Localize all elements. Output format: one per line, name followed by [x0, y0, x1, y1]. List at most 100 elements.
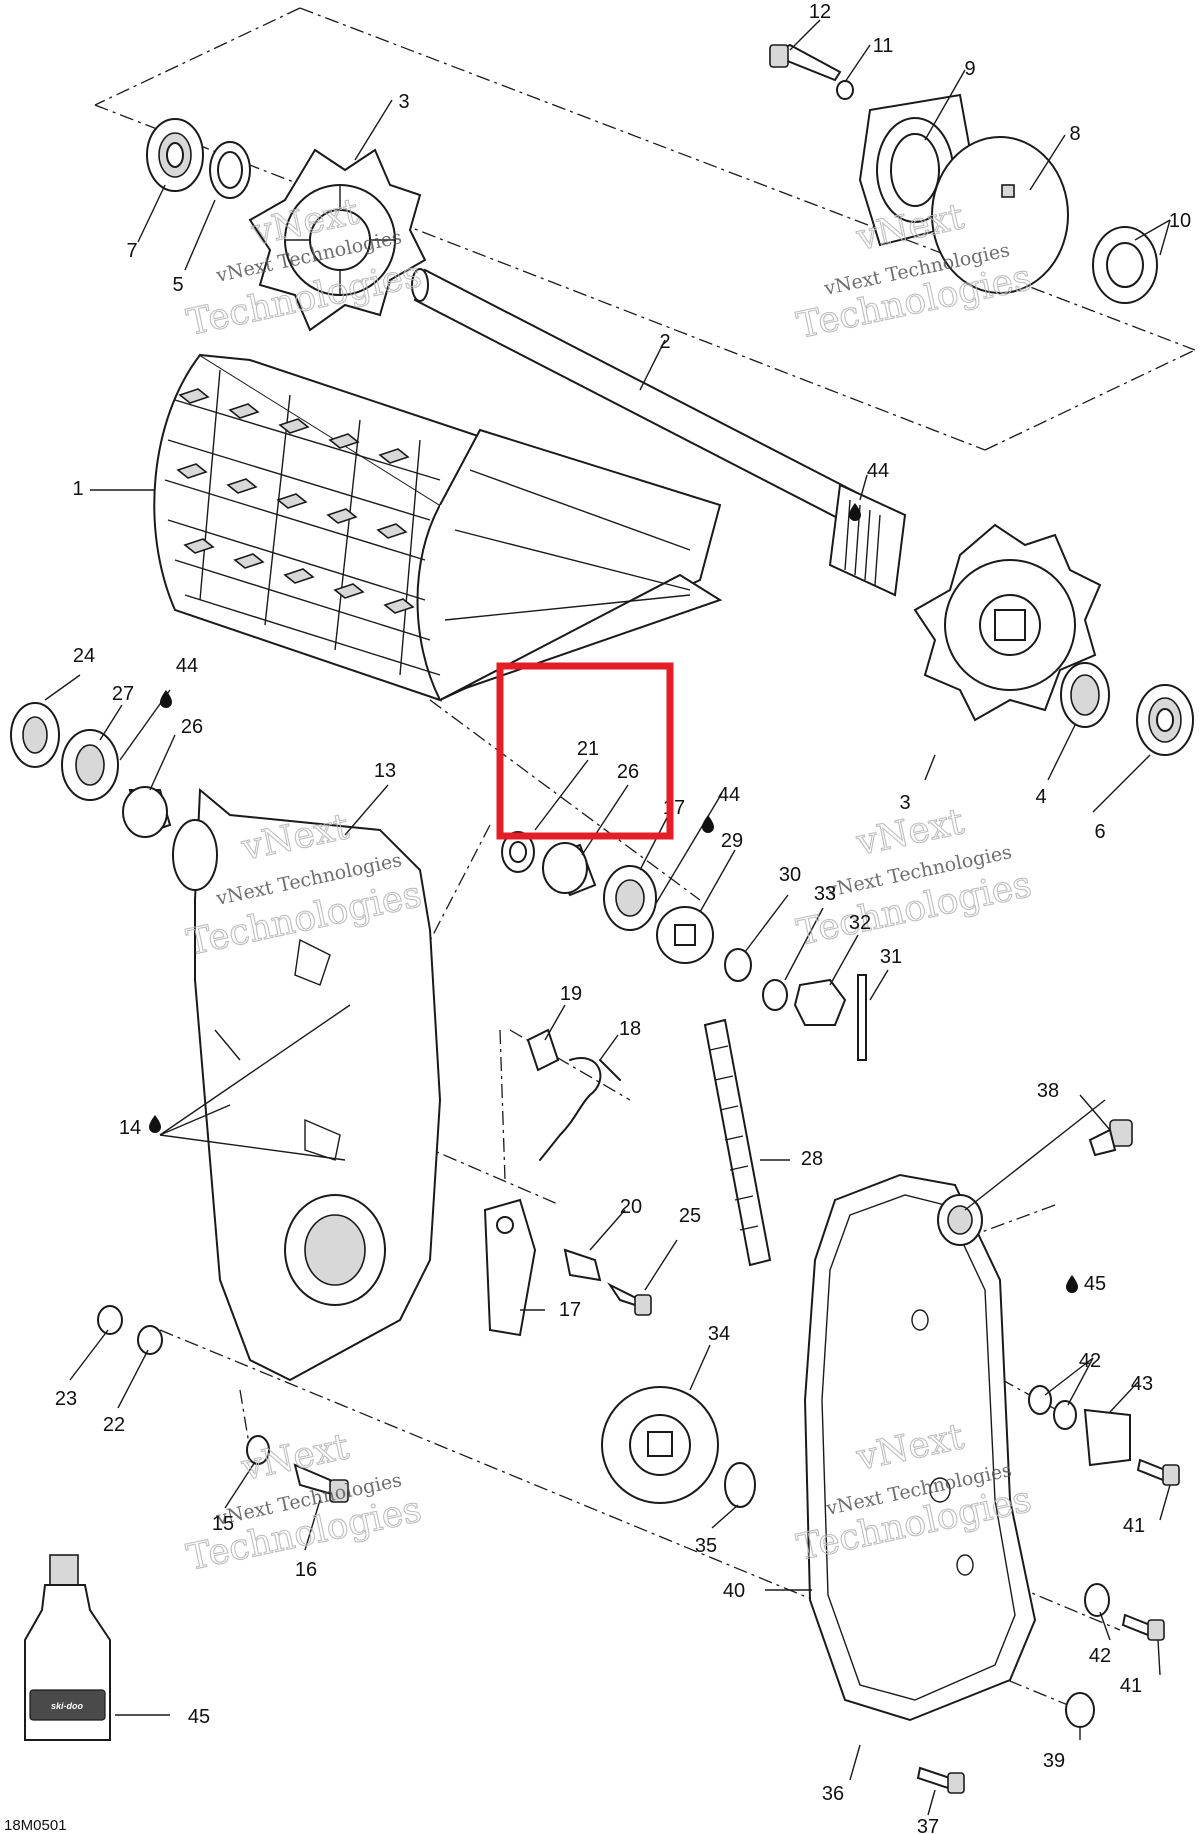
spring-18-part	[539, 1057, 621, 1161]
washer-15-part	[246, 1435, 270, 1465]
bracket-43-part	[1083, 1408, 1131, 1467]
seal-5-part	[209, 141, 251, 199]
bushing-26-small-part	[542, 842, 597, 897]
callout-2: 2	[659, 331, 670, 353]
highlight-box	[496, 662, 674, 840]
callout-8: 8	[1069, 123, 1080, 145]
callout-44-mid: 44	[718, 784, 740, 806]
bearing-24-part	[10, 702, 60, 768]
callout-35: 35	[695, 1535, 717, 1557]
oil-drop-icon	[160, 690, 172, 708]
callout-34: 34	[708, 1323, 730, 1345]
washer-21-part	[501, 831, 535, 873]
bushing-26-part	[122, 786, 172, 838]
nut-32-part	[793, 978, 847, 1026]
plug-38-part	[1088, 1119, 1133, 1157]
callout-24: 24	[73, 645, 95, 667]
bolt-12-part	[769, 43, 842, 82]
upper-chaincase-part	[172, 787, 442, 1382]
callout-33: 33	[814, 883, 836, 905]
washer-22-part	[137, 1325, 163, 1355]
callout-1: 1	[72, 478, 83, 500]
callout-31: 31	[880, 946, 902, 968]
callout-41-upper: 41	[1123, 1515, 1145, 1537]
oil-drop-icon	[149, 1115, 161, 1133]
callout-45-bottle: 45	[188, 1706, 210, 1728]
callout-15: 15	[212, 1513, 234, 1535]
callout-20: 20	[620, 1196, 642, 1218]
callout-30: 30	[779, 864, 801, 886]
tensioner-arm-17-part	[483, 1198, 537, 1337]
bushing-19-part	[526, 1028, 560, 1072]
oil-drop-icon	[1066, 1275, 1078, 1293]
circlip-35-part	[724, 1462, 756, 1508]
callout-17-bearing: 17	[663, 797, 685, 819]
callout-45-cover: 45	[1084, 1273, 1106, 1295]
washer-42b-part	[1084, 1583, 1110, 1617]
bolt-37-part	[916, 1766, 965, 1794]
drive-shaft-part	[411, 268, 907, 597]
oil-drop-icon	[702, 815, 714, 833]
callout-32: 32	[849, 912, 871, 934]
callout-39: 39	[1043, 1750, 1065, 1772]
drawing-reference: 18M0501	[4, 1817, 67, 1834]
callout-29: 29	[721, 830, 743, 852]
callout-28: 28	[801, 1148, 823, 1170]
callout-7: 7	[126, 240, 137, 262]
callout-22: 22	[103, 1414, 125, 1436]
bottle-brand-text: ski-doo	[51, 1701, 84, 1711]
callout-26-left: 26	[181, 716, 203, 738]
callout-44-shaft: 44	[867, 460, 889, 482]
washer-11-part	[836, 80, 854, 100]
callout-16: 16	[295, 1559, 317, 1581]
pin-31-part	[857, 974, 867, 1061]
bolt-41a-part	[1136, 1458, 1180, 1486]
track-part	[153, 353, 723, 702]
plug-39-part	[1065, 1692, 1095, 1728]
callout-41-lower: 41	[1120, 1675, 1142, 1697]
callout-6: 6	[1094, 821, 1105, 843]
chaincase-cover-part	[803, 1173, 1037, 1722]
sprocket-34-part	[601, 1386, 719, 1504]
oil-drop-icon	[849, 503, 861, 521]
callout-4: 4	[1035, 786, 1046, 808]
callout-38: 38	[1037, 1080, 1059, 1102]
callout-26-small: 26	[617, 761, 639, 783]
callout-9: 9	[964, 58, 975, 80]
callout-37: 37	[917, 1816, 939, 1834]
seal-4-part	[1060, 662, 1110, 728]
bolt-41b-part	[1121, 1613, 1165, 1641]
callout-23: 23	[55, 1388, 77, 1410]
bearing-6-part	[1136, 684, 1194, 756]
callout-19: 19	[560, 983, 582, 1005]
callout-3-lower: 3	[899, 792, 910, 814]
callout-36: 36	[822, 1783, 844, 1805]
plate-8-part	[931, 136, 1069, 294]
callout-11: 11	[873, 35, 894, 57]
callout-42-lower: 42	[1089, 1645, 1111, 1667]
sprocket-29-part	[656, 906, 714, 964]
bearing-10-part	[1092, 226, 1158, 304]
oil-drop-icons	[149, 503, 1078, 1293]
callout-3-upper: 3	[398, 91, 409, 113]
washer-42a-part	[1028, 1385, 1077, 1430]
callout-17-arm: 17	[559, 1299, 581, 1321]
callout-27: 27	[112, 683, 134, 705]
leader-lines	[44, 19, 1171, 1816]
callout-5: 5	[172, 274, 183, 296]
washer-23-part	[97, 1305, 123, 1335]
washer-33-part	[762, 979, 788, 1011]
oil-bottle-part: ski-doo	[24, 1554, 111, 1741]
washer-30-part	[724, 948, 752, 982]
callout-18: 18	[619, 1018, 641, 1040]
bearing-7-part	[146, 118, 204, 192]
callout-12: 12	[809, 1, 831, 23]
callout-42-upper: 42	[1079, 1350, 1101, 1372]
callout-25: 25	[679, 1205, 701, 1227]
callout-21: 21	[577, 738, 599, 760]
bolt-16-part	[293, 1463, 349, 1503]
callouts: 1 2 3 3 4 5 6 7 8 9 10 11 12 13 14 15 16…	[55, 1, 1191, 1834]
callout-40: 40	[723, 1580, 745, 1602]
sleeve-20-part	[563, 1248, 602, 1282]
